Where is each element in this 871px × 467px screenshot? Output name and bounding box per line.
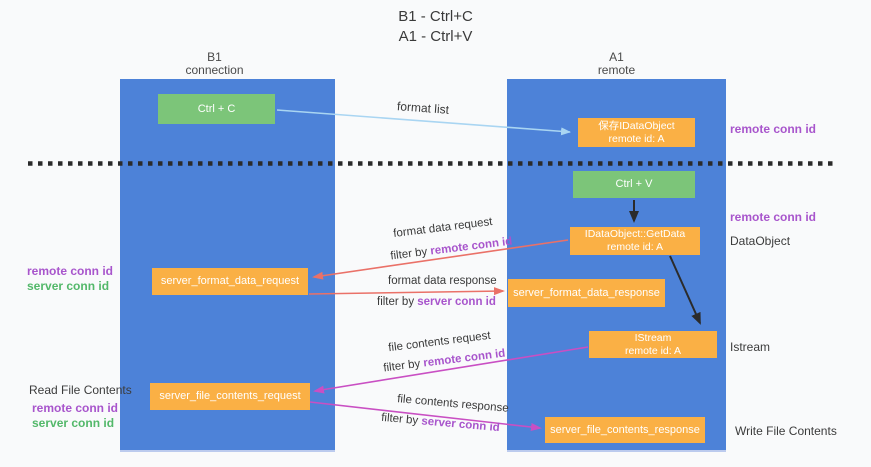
stored-dataobject-line2: remote id: A bbox=[608, 132, 665, 145]
lifeline-b1-name: B1 bbox=[207, 50, 222, 64]
flow-label-format-data-response-filter: filter by server conn id bbox=[377, 296, 496, 308]
lifeline-a1-name: A1 bbox=[609, 50, 624, 64]
server-file-contents-request-label: server_file_contents_request bbox=[159, 390, 301, 402]
label-istream: Istream bbox=[730, 340, 771, 354]
flow-label-format-data-response: format data response bbox=[388, 275, 497, 287]
getdata-box: IDataObject::GetData remote id: A bbox=[570, 227, 700, 255]
filter-key-remote-conn-id: remote conn id bbox=[422, 347, 506, 370]
label-remote-conn-id-top-right: remote conn id bbox=[730, 122, 817, 136]
istream-line2: remote id: A bbox=[624, 344, 682, 357]
label-server-conn-id-left-2: server conn id bbox=[32, 416, 115, 430]
diagram-title: B1 - Ctrl+C A1 - Ctrl+V bbox=[0, 7, 871, 47]
filter-prefix: filter by bbox=[382, 357, 425, 375]
format-data-response-arrow bbox=[308, 287, 505, 296]
lifeline-header-b1: B1 connection bbox=[107, 51, 322, 77]
label-remote-conn-id-left-2: remote conn id bbox=[32, 401, 119, 415]
label-server-conn-id-left-1: server conn id bbox=[27, 279, 110, 293]
filter-key-server-conn-id: server conn id bbox=[417, 296, 496, 308]
lifeline-a1-role: remote bbox=[597, 63, 636, 77]
filter-key-server-conn-id: server conn id bbox=[420, 415, 501, 435]
stored-dataobject-line1: 保存IDataObject bbox=[598, 119, 675, 132]
label-remote-conn-id-left-1: remote conn id bbox=[27, 264, 114, 278]
ctrl-c-label: Ctrl + C bbox=[197, 102, 236, 115]
filter-key-remote-conn-id: remote conn id bbox=[429, 235, 513, 258]
label-dataobject: DataObject bbox=[730, 234, 791, 248]
server-format-data-response-label: server_format_data_response bbox=[513, 286, 660, 299]
ctrl-v-label: Ctrl + V bbox=[615, 178, 653, 190]
server-format-data-response-box: server_format_data_response bbox=[508, 279, 665, 307]
label-read-file-contents: Read File Contents bbox=[29, 383, 132, 397]
flow-label-format-data-request-filter: filter by remote conn id bbox=[390, 236, 513, 263]
label-remote-conn-id-mid-right: remote conn id bbox=[730, 210, 817, 224]
server-file-contents-request-box: server_file_contents_request bbox=[150, 383, 310, 410]
server-format-data-request-box: server_format_data_request bbox=[152, 268, 308, 295]
ctrl-c-box: Ctrl + C bbox=[158, 94, 275, 124]
server-file-contents-response-label: server_file_contents_response bbox=[550, 423, 700, 436]
server-format-data-request-label: server_format_data_request bbox=[160, 275, 300, 287]
flow-label-format-list: format list bbox=[396, 99, 450, 117]
stored-dataobject-box: 保存IDataObject remote id: A bbox=[578, 118, 695, 147]
flow-label-file-contents-response-filter: filter by server conn id bbox=[381, 412, 500, 434]
title-line-1: B1 - Ctrl+C bbox=[398, 8, 473, 25]
ctrl-v-box: Ctrl + V bbox=[573, 171, 695, 198]
istream-box: IStream remote id: A bbox=[589, 331, 717, 358]
getdata-line2: remote id: A bbox=[606, 241, 664, 253]
filter-prefix: filter by bbox=[380, 411, 422, 428]
getdata-line1: IDataObject::GetData bbox=[584, 228, 686, 240]
filter-prefix: filter by bbox=[389, 245, 432, 263]
filter-prefix: filter by bbox=[377, 296, 418, 308]
server-file-contents-response-box: server_file_contents_response bbox=[545, 417, 705, 443]
flow-label-file-contents-response: file contents response bbox=[396, 393, 510, 415]
flow-label-format-data-request: format data request bbox=[392, 215, 494, 241]
title-line-2: A1 - Ctrl+V bbox=[398, 28, 473, 45]
lifeline-header-a1: A1 remote bbox=[509, 51, 724, 77]
label-write-file-contents: Write File Contents bbox=[735, 424, 837, 438]
lifeline-b1-role: connection bbox=[185, 63, 244, 77]
istream-line1: IStream bbox=[634, 331, 672, 344]
